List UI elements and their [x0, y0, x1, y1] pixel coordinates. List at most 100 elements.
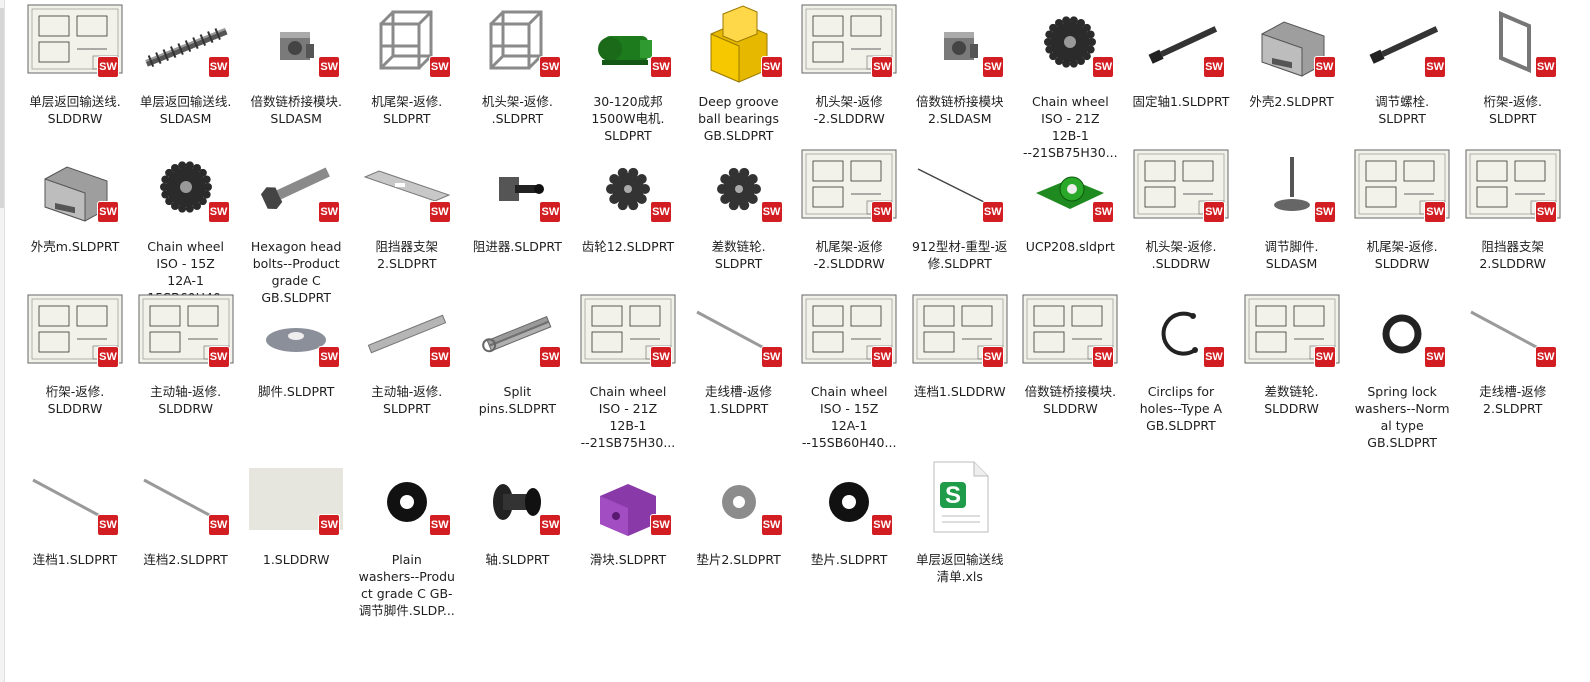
- file-name-line: -2.SLDDRW: [813, 111, 885, 126]
- file-name-line: 滑块.SLDPRT: [589, 552, 667, 567]
- solidworks-badge-icon: SW: [1425, 202, 1446, 222]
- file-name-line: pins.SLDPRT: [478, 401, 557, 416]
- washer-icon: SW: [801, 462, 897, 535]
- drawing-sheet-icon: SW: [801, 4, 897, 77]
- scrollbar-thumb[interactable]: [0, 8, 4, 208]
- file-item[interactable]: SW 912型材-重型-返修.SLDPRT: [905, 149, 1016, 294]
- solidworks-badge-icon: SW: [872, 347, 893, 367]
- slider-block-icon: SW: [580, 462, 676, 536]
- file-name-line: holes--Type A: [1139, 401, 1223, 416]
- module-icon: SW: [248, 4, 344, 77]
- file-name-line: ball bearings: [698, 111, 779, 126]
- file-name-label: 滑块.SLDPRT: [576, 551, 680, 568]
- file-item[interactable]: SW 机头架-返修-2.SLDDRW: [794, 4, 905, 149]
- solidworks-badge-icon: SW: [319, 202, 340, 222]
- spreadsheet-icon: S: [912, 461, 1008, 533]
- file-name-line: ISO - 15Z: [156, 256, 215, 271]
- solidworks-badge-icon: SW: [98, 57, 118, 77]
- file-name-line: 差数链轮.: [711, 239, 766, 254]
- solidworks-badge-icon: SW: [540, 347, 561, 367]
- solidworks-badge-icon: SW: [1203, 202, 1224, 222]
- drawing-sheet-icon: SW: [138, 294, 234, 367]
- file-name-label: 主动轴-返修.SLDDRW: [134, 383, 238, 417]
- circlip-icon: SW: [1133, 294, 1229, 367]
- solidworks-badge-icon: SW: [208, 347, 229, 367]
- file-name-line: Chain wheel: [1032, 94, 1109, 109]
- file-name-label: 机头架-返修-2.SLDDRW: [797, 93, 901, 127]
- file-name-line: bolts--Product: [252, 256, 340, 271]
- solidworks-badge-icon: SW: [208, 515, 229, 535]
- file-item[interactable]: SW 主动轴-返修.SLDDRW: [131, 294, 242, 462]
- file-name-line: Chain wheel: [810, 384, 888, 399]
- file-name-line: --15SB60H40...: [801, 435, 897, 450]
- vertical-scrollbar[interactable]: [0, 0, 5, 682]
- file-name-label: 912型材-重型-返修.SLDPRT: [908, 238, 1012, 272]
- rod-icon: SW: [138, 462, 234, 535]
- file-name-label: 倍数链桥接模块.SLDDRW: [1018, 383, 1122, 417]
- drawing-sheet-icon: SW: [1465, 149, 1561, 222]
- file-name-line: 2.SLDASM: [927, 111, 992, 126]
- file-item[interactable]: SW 滑块.SLDPRT: [573, 462, 684, 632]
- solidworks-badge-icon: SW: [1093, 202, 1114, 222]
- file-name-line: 连档1.SLDPRT: [32, 552, 118, 567]
- solidworks-badge-icon: SW: [1425, 57, 1446, 77]
- file-name-label: 单层返回输送线清单.xls: [908, 551, 1012, 585]
- conveyor-icon: SW: [138, 4, 234, 77]
- file-item[interactable]: S 单层返回输送线清单.xls: [905, 461, 1016, 632]
- file-name-line: 差数链轮.: [1264, 384, 1319, 399]
- solidworks-badge-icon: SW: [208, 57, 229, 77]
- profile-icon: SW: [912, 149, 1008, 222]
- file-name-line: SLDDRW: [158, 401, 213, 416]
